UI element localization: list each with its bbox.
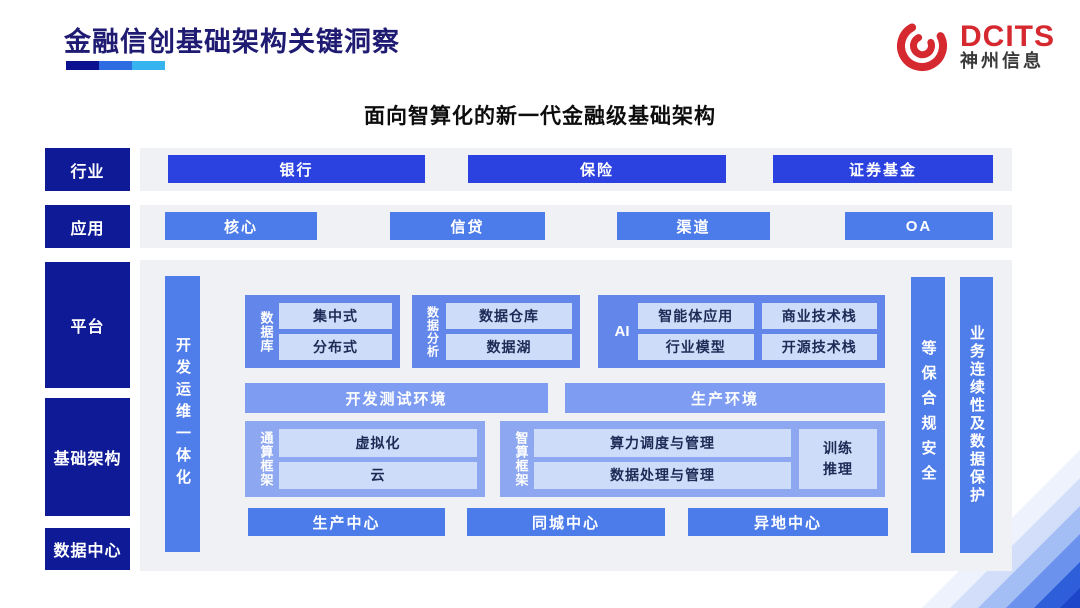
- application-item-credit: 信贷: [390, 212, 545, 240]
- analytics-item-warehouse: 数据仓库: [446, 303, 572, 329]
- swirl-icon: [897, 23, 947, 71]
- title-underline: [66, 61, 165, 70]
- logo-text: DCITS 神州信息: [960, 21, 1055, 71]
- database-item-distributed: 分布式: [279, 334, 392, 360]
- diagram-title: 面向智算化的新一代金融级基础架构: [364, 105, 716, 128]
- logo-brand: DCITS: [960, 19, 1055, 53]
- row-label-platform: 平台: [45, 262, 130, 388]
- general-framework-item-virtualization: 虚拟化: [279, 429, 477, 457]
- row-label-datacenter: 数据中心: [45, 528, 130, 570]
- compliance-security-bar: 等保合规安全: [911, 277, 945, 553]
- production-environment-bar: 生产环境: [565, 383, 885, 413]
- ai-item-commercial-stack: 商业技术栈: [761, 303, 877, 329]
- ai-item-industry-models: 行业模型: [638, 334, 754, 360]
- row-label-application: 应用: [45, 205, 130, 248]
- logo-company: 神州信息: [960, 51, 1044, 72]
- center-remote: 异地中心: [688, 508, 888, 536]
- database-item-centralized: 集中式: [279, 303, 392, 329]
- underline-segment-mid: [99, 61, 132, 70]
- center-production: 生产中心: [248, 508, 445, 536]
- row-label-infrastructure: 基础架构: [45, 398, 130, 516]
- corner-stripe-5: [1034, 562, 1080, 608]
- application-item-oa: OA: [845, 212, 993, 240]
- general-framework-group: 通算框架 虚拟化 云: [245, 421, 485, 497]
- dev-test-environment-bar: 开发测试环境: [245, 383, 548, 413]
- training-inference-label: 训练推理: [822, 440, 853, 477]
- center-same-city: 同城中心: [467, 508, 665, 536]
- intelligent-framework-item-compute-scheduling: 算力调度与管理: [534, 429, 791, 457]
- business-continuity-bar: 业务连续性及数据保护: [960, 277, 993, 553]
- page-title: 金融信创基础架构关键洞察: [64, 27, 400, 57]
- industry-item-bank: 银行: [168, 155, 425, 183]
- analytics-group: 数据分析 数据仓库 数据湖: [412, 295, 580, 368]
- analytics-item-lake: 数据湖: [446, 334, 572, 360]
- analytics-group-label: 数据分析: [425, 305, 440, 358]
- general-framework-item-cloud: 云: [279, 461, 477, 489]
- intelligent-framework-group: 智算框架 算力调度与管理 数据处理与管理 训练推理: [500, 421, 885, 497]
- ai-group-label: AI: [614, 323, 630, 340]
- underline-segment-dark: [66, 61, 99, 70]
- corner-stripe-6: [1060, 588, 1080, 608]
- general-framework-label: 通算框架: [258, 431, 274, 487]
- intelligent-framework-item-data-management: 数据处理与管理: [534, 461, 791, 489]
- ai-item-opensource-stack: 开源技术栈: [761, 334, 877, 360]
- ai-group: AI 智能体应用 商业技术栈 行业模型 开源技术栈: [598, 295, 885, 368]
- database-group: 数据库 集中式 分布式: [245, 295, 400, 368]
- corner-stripe-4: [1006, 534, 1080, 608]
- industry-item-securities: 证券基金: [773, 155, 993, 183]
- application-item-core: 核心: [165, 212, 317, 240]
- application-item-channel: 渠道: [617, 212, 770, 240]
- intelligent-framework-item-training-inference: 训练推理: [799, 429, 877, 489]
- devops-vertical-bar: 开发运维一体化: [165, 276, 200, 552]
- company-logo: DCITS 神州信息: [892, 16, 1055, 76]
- ai-item-agent-apps: 智能体应用: [638, 303, 754, 329]
- row-label-industry: 行业: [45, 148, 130, 191]
- intelligent-framework-label: 智算框架: [513, 431, 529, 487]
- database-group-label: 数据库: [258, 310, 274, 353]
- underline-segment-light: [132, 61, 165, 70]
- industry-item-insurance: 保险: [468, 155, 726, 183]
